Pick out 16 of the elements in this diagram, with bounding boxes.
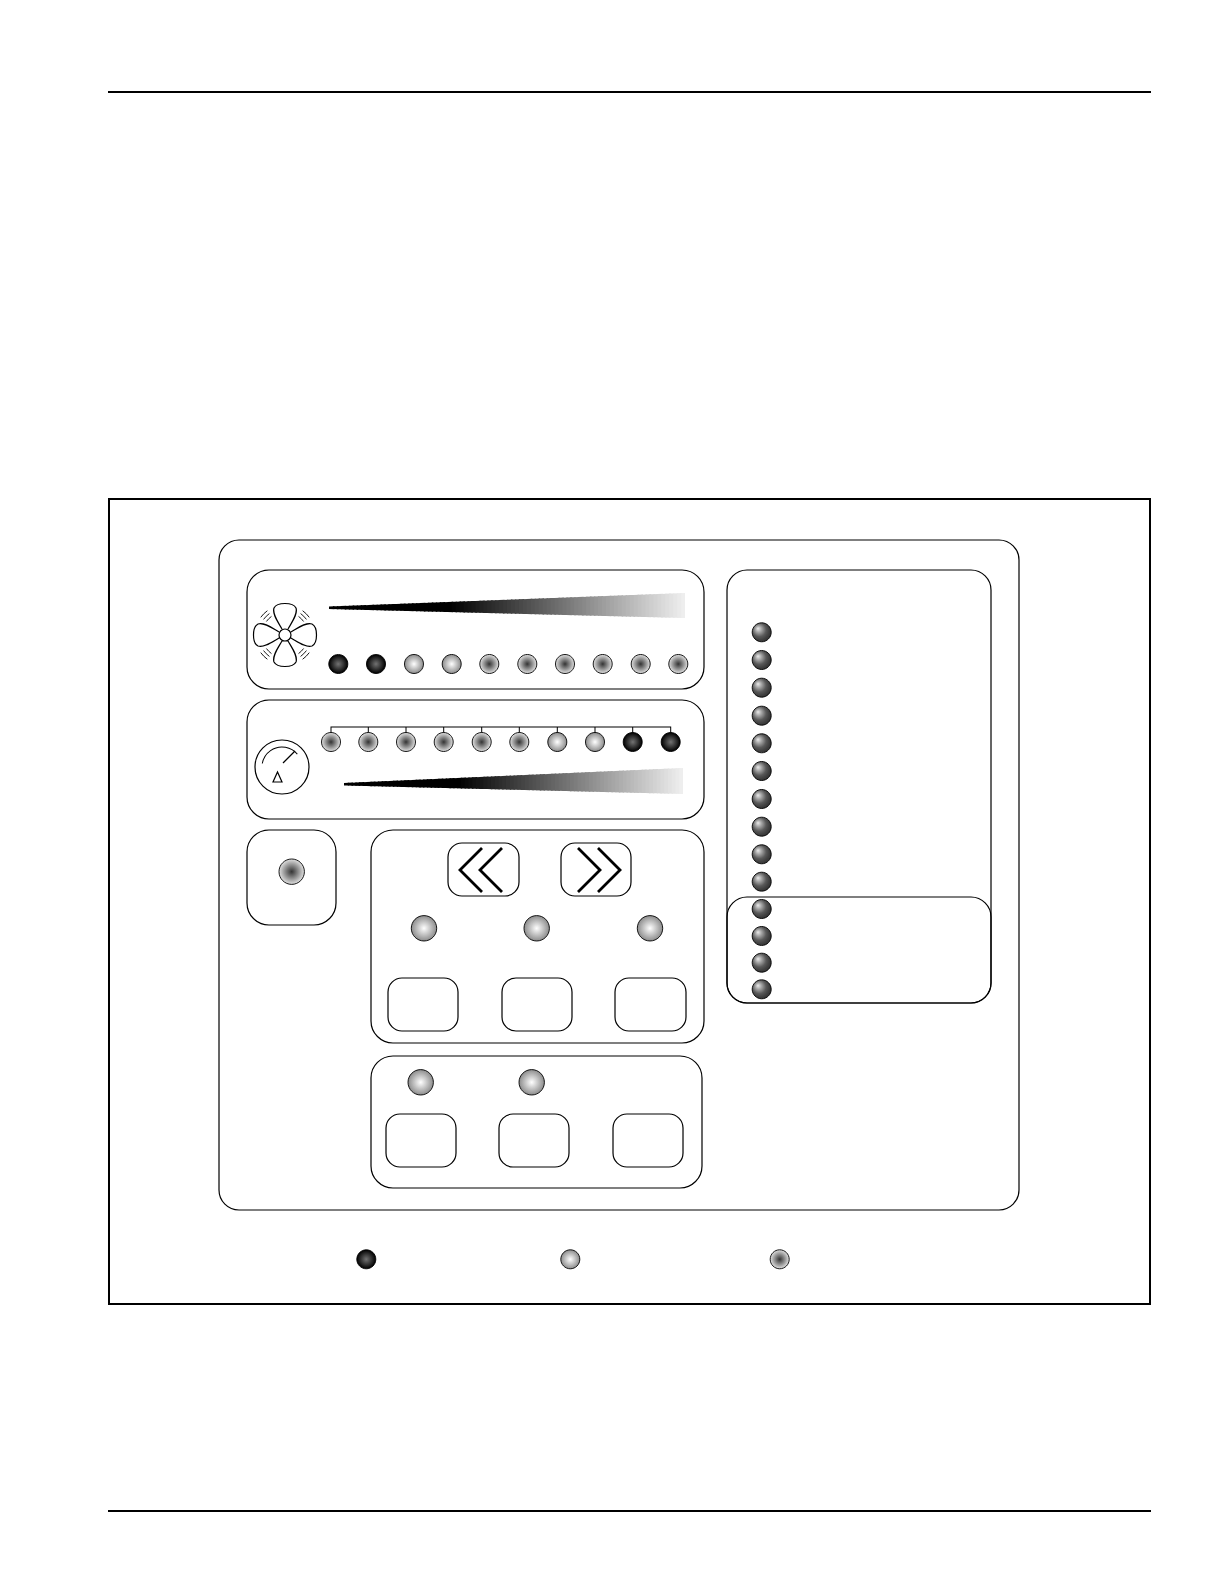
- panel: [246, 829, 337, 926]
- push-button: [387, 977, 459, 1032]
- push-button: [501, 977, 573, 1032]
- panel: [370, 1055, 703, 1189]
- panel: [726, 896, 992, 1004]
- panel: [370, 829, 705, 1044]
- arrow-button: [560, 842, 632, 897]
- push-button: [385, 1113, 457, 1168]
- arrow-button: [447, 842, 520, 897]
- push-button: [498, 1113, 570, 1168]
- diagram-frame: [108, 498, 1151, 1305]
- push-button: [612, 1113, 684, 1168]
- console-panel: [218, 539, 1020, 1211]
- push-button: [614, 977, 687, 1032]
- panel: [246, 699, 705, 820]
- panel: [246, 569, 705, 690]
